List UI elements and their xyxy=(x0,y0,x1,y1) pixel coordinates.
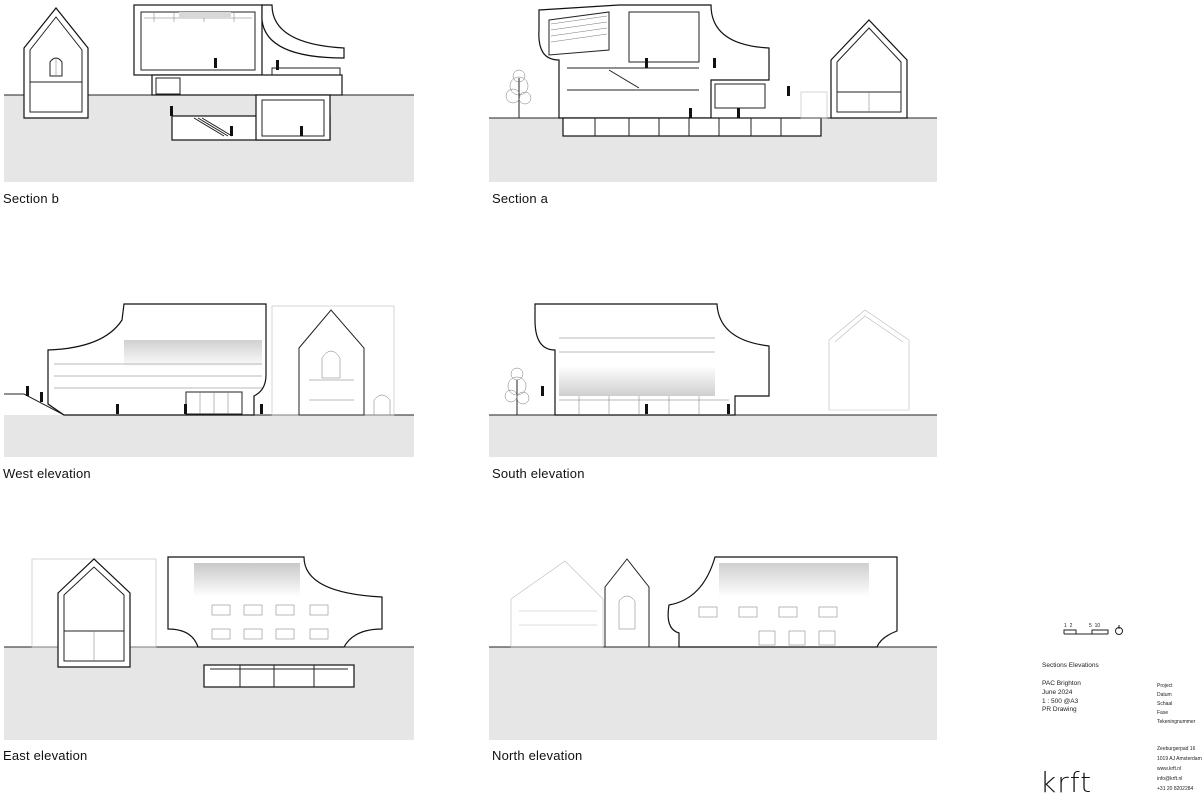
office-address: Zeeburgerpad 16 1019 AJ Amsterdam www.kr… xyxy=(1157,744,1202,794)
tree-icon xyxy=(504,367,530,415)
scale-label: 5 xyxy=(1089,623,1092,629)
section-b-drawing xyxy=(4,0,414,185)
sheet-title: Sections Elevations xyxy=(1042,662,1099,669)
scale-label: 10 xyxy=(1094,623,1101,629)
website-link[interactable]: www.krft.nl xyxy=(1157,766,1182,772)
field-label: Datum xyxy=(1157,692,1172,698)
drawing-caption: East elevation xyxy=(3,748,88,763)
person-figure xyxy=(645,58,790,118)
drawing-caption: Section a xyxy=(492,191,549,206)
field-label: Project xyxy=(1157,683,1173,689)
drawing-caption: Section b xyxy=(3,191,60,206)
person-figure xyxy=(26,386,263,414)
scale-bar xyxy=(1062,622,1132,642)
project-name: PAC Brighton xyxy=(1042,680,1081,687)
tree-icon xyxy=(505,69,532,118)
section-a-drawing xyxy=(489,0,937,185)
north-elevation-drawing xyxy=(489,555,937,745)
scale-bar-labels: 1 2 5 10 xyxy=(1064,622,1100,631)
field-labels: Project Datum Schaal Fase Tekeningnummer xyxy=(1157,682,1195,727)
south-elevation-drawing xyxy=(489,300,937,460)
project-phase: PR Drawing xyxy=(1042,706,1077,714)
person-figure xyxy=(170,58,303,136)
field-label: Tekeningnummer xyxy=(1157,719,1196,725)
east-elevation-drawing xyxy=(4,555,414,745)
phone-number: +31 20 8202284 xyxy=(1157,786,1194,792)
project-date: June 2024 xyxy=(1042,688,1073,696)
west-elevation-drawing xyxy=(4,300,414,460)
logo: krft xyxy=(1040,766,1093,799)
scale-label: 2 xyxy=(1069,623,1073,629)
project-scale: 1 : 500 @A3 xyxy=(1042,697,1079,705)
scale-label: 1 xyxy=(1064,623,1067,629)
person-figure xyxy=(541,386,730,414)
email-link[interactable]: info@krft.nl xyxy=(1157,776,1183,782)
address-line: 1019 AJ Amsterdam xyxy=(1157,756,1202,762)
project-info: PAC Brighton June 2024 1 : 500 @A3 PR Dr… xyxy=(1042,680,1081,715)
field-label: Fase xyxy=(1157,710,1169,716)
drawing-caption: North elevation xyxy=(492,748,583,763)
drawing-caption: South elevation xyxy=(492,466,585,481)
address-line: Zeeburgerpad 16 xyxy=(1157,746,1196,752)
field-label: Schaal xyxy=(1157,701,1173,707)
drawing-caption: West elevation xyxy=(3,466,91,481)
